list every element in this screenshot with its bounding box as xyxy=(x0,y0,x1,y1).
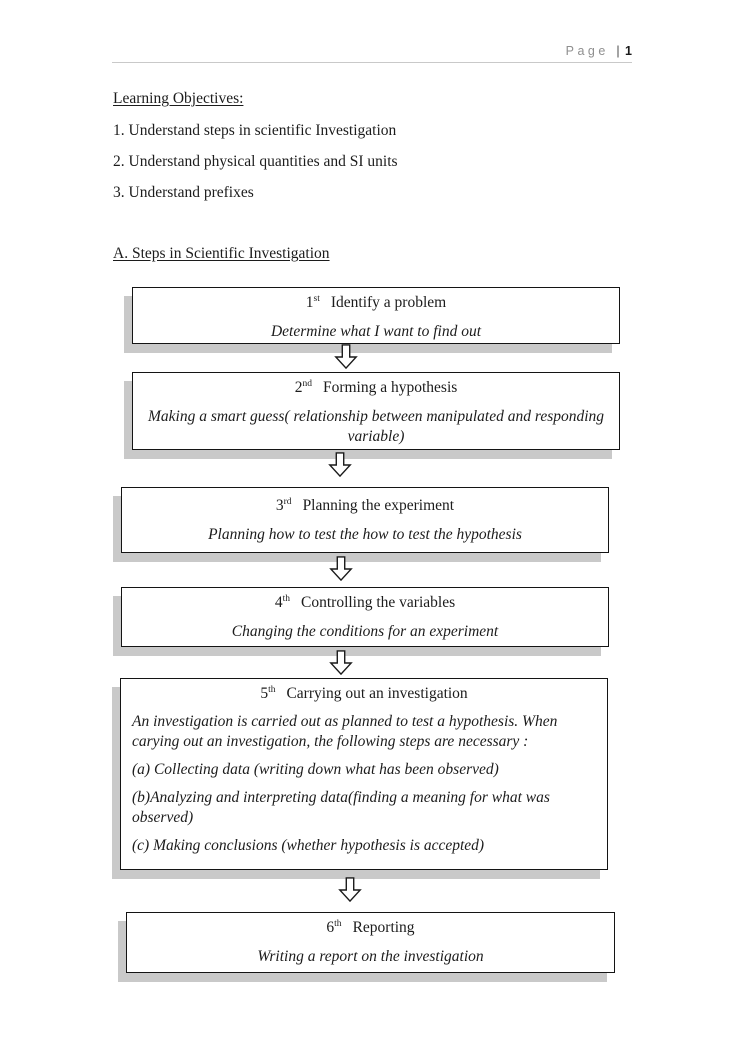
step-title: Carrying out an investigation xyxy=(286,685,468,702)
step-title: Controlling the variables xyxy=(301,594,456,611)
step-description: Determine what I want to find out xyxy=(270,323,482,340)
flow-step-2-box: 2nd Forming a hypothesis Making a smart g… xyxy=(132,372,620,450)
step-paragraph: (b)Analyzing and interpreting data(findi… xyxy=(132,789,550,826)
page-label: Page xyxy=(565,44,609,58)
step-ordinal: 3 xyxy=(275,497,284,514)
page-number: 1 xyxy=(625,44,632,58)
objective-item: 2. Understand physical quantities and SI… xyxy=(113,153,398,170)
step-paragraph: (a) Collecting data (writing down what h… xyxy=(132,761,499,778)
header-rule xyxy=(112,62,632,63)
step-title-line: 3rd Planning the experiment xyxy=(122,488,608,515)
step-ordinal: 4 xyxy=(274,594,283,611)
step-paragraph: An investigation is carried out as plann… xyxy=(132,713,558,750)
step-title-line: 4th Controlling the variables xyxy=(122,588,608,612)
step-ordinal: 1 xyxy=(305,294,314,311)
learning-objectives-heading: Learning Objectives: xyxy=(113,90,244,107)
step-title-line: 2nd Forming a hypothesis xyxy=(133,373,619,397)
step-title-line: 1st Identify a problem xyxy=(133,288,619,312)
step-paragraph: (c) Making conclusions (whether hypothes… xyxy=(132,837,485,854)
down-arrow-icon xyxy=(329,650,353,676)
down-arrow-icon xyxy=(338,877,362,903)
step-ordinal-suffix: nd xyxy=(302,378,312,389)
step-description: Planning how to test the how to test the… xyxy=(208,526,522,543)
flow-step-5-box: 5th Carrying out an investigation An inve… xyxy=(120,678,608,870)
down-arrow-icon xyxy=(334,344,358,370)
step-ordinal: 5 xyxy=(260,685,269,702)
step-description: Making a smart guess( relationship betwe… xyxy=(147,408,605,445)
step-title: Planning the experiment xyxy=(302,497,455,514)
objective-item: 3. Understand prefixes xyxy=(113,184,254,201)
step-title: Identify a problem xyxy=(330,294,447,311)
step-description: Changing the conditions for an experimen… xyxy=(231,623,499,640)
objective-item: 1. Understand steps in scientific Invest… xyxy=(113,122,397,139)
flow-step-4-box: 4th Controlling the variables Changing th… xyxy=(121,587,609,647)
flow-step-6-box: 6th Reporting Writing a report on the inv… xyxy=(126,912,615,973)
step-title-line: 6th Reporting xyxy=(127,913,614,937)
flow-step-3-box: 3rd Planning the experiment Planning how … xyxy=(121,487,609,553)
step-description: Writing a report on the investigation xyxy=(257,948,484,965)
step-ordinal-suffix: th xyxy=(268,684,276,695)
step-ordinal: 6 xyxy=(326,919,335,936)
step-title: Reporting xyxy=(352,919,415,936)
step-title: Forming a hypothesis xyxy=(322,379,458,396)
step-title-line: 5th Carrying out an investigation xyxy=(121,679,607,703)
step-ordinal-suffix: th xyxy=(282,593,291,604)
section-heading: A. Steps in Scientific Investigation xyxy=(113,245,330,262)
step-ordinal: 2 xyxy=(294,379,303,396)
step-description: An investigation is carried out as plann… xyxy=(121,712,607,856)
flow-step-1-box: 1st Identify a problem Determine what I w… xyxy=(132,287,620,344)
page-divider: | xyxy=(616,44,620,58)
step-ordinal-suffix: th xyxy=(334,918,342,929)
down-arrow-icon xyxy=(328,452,352,478)
step-ordinal-suffix: rd xyxy=(283,496,292,507)
page-header: Page | 1 xyxy=(0,44,632,58)
step-ordinal-suffix: st xyxy=(313,293,320,304)
down-arrow-icon xyxy=(329,556,353,582)
